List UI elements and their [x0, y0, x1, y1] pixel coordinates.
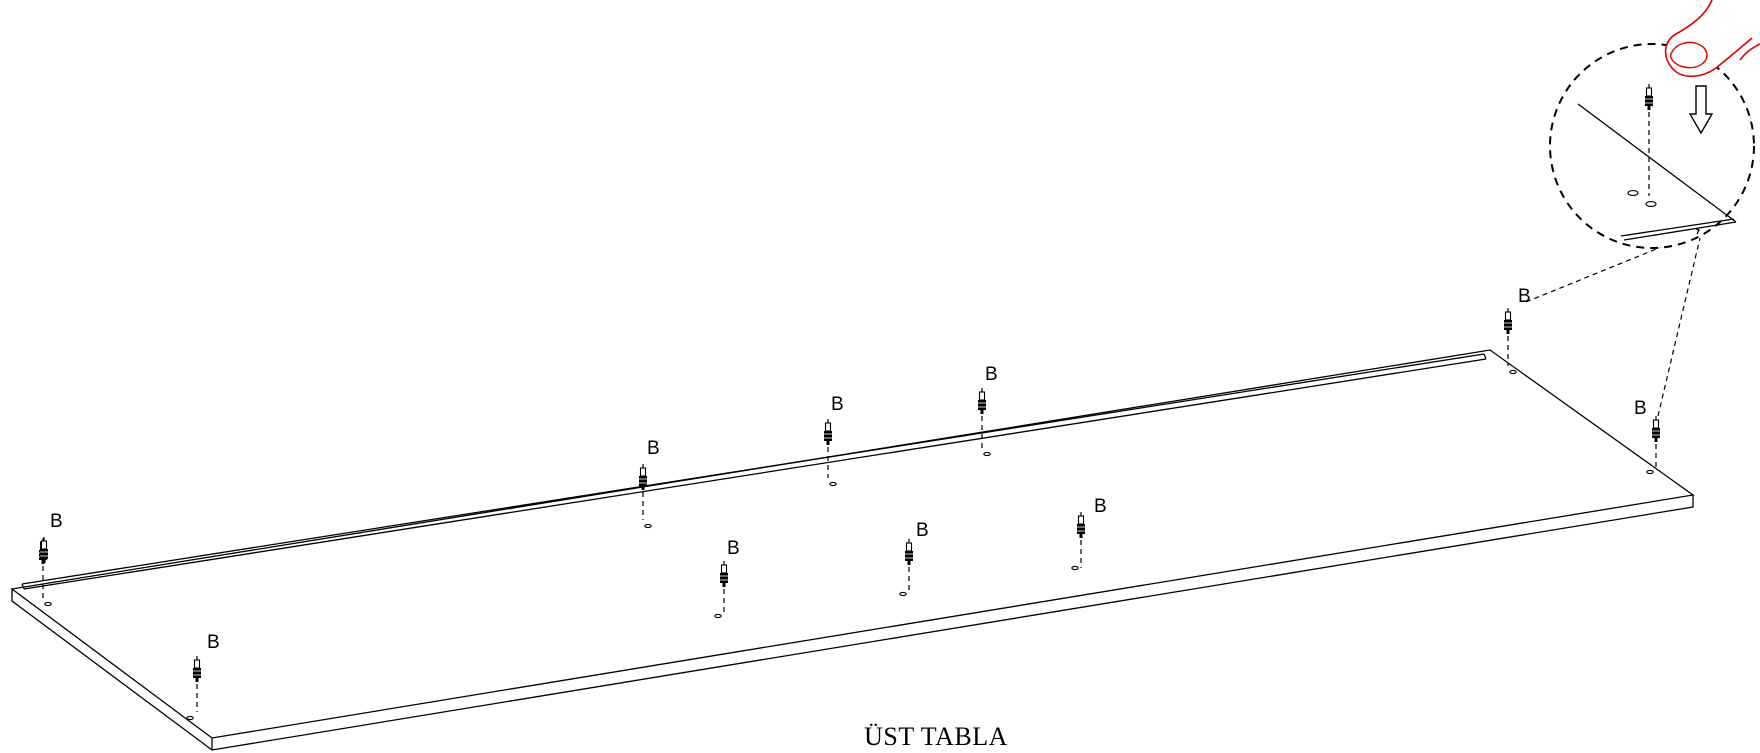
- pin-label: B: [1518, 286, 1531, 307]
- pin-label: B: [985, 364, 998, 385]
- finger-press-icon: [1664, 0, 1760, 78]
- diagram-caption: ÜST TABLA: [864, 722, 1008, 751]
- pin-label: B: [207, 632, 220, 653]
- pin-label: B: [916, 520, 929, 541]
- pin-label: B: [647, 438, 660, 459]
- pin-label: B: [1094, 496, 1107, 517]
- arrow-down-icon: [1688, 85, 1714, 135]
- pin-b-8: B: [714, 538, 740, 619]
- pin-label: B: [831, 394, 844, 415]
- pin-b-10: B: [1071, 496, 1107, 571]
- pin-b-4: B: [823, 394, 844, 487]
- pin-b-6: B: [1503, 286, 1531, 375]
- detail-callout: [1549, 0, 1760, 249]
- callout-leaders: [1525, 231, 1701, 417]
- pin-b-5: B: [977, 364, 998, 457]
- pin-label: B: [50, 511, 63, 532]
- pin-b-3: B: [638, 438, 660, 529]
- pin-set: B B B B B B: [38, 286, 1661, 721]
- pin-b-2: B: [186, 632, 220, 721]
- pin-b-11: B: [1634, 398, 1661, 475]
- top-panel: [10, 349, 1695, 751]
- back-groove: [21, 353, 1487, 590]
- pin-label: B: [1634, 398, 1647, 419]
- pin-b-9: B: [899, 520, 929, 597]
- pin-b-1: B: [38, 511, 63, 607]
- pin-label: B: [727, 538, 740, 559]
